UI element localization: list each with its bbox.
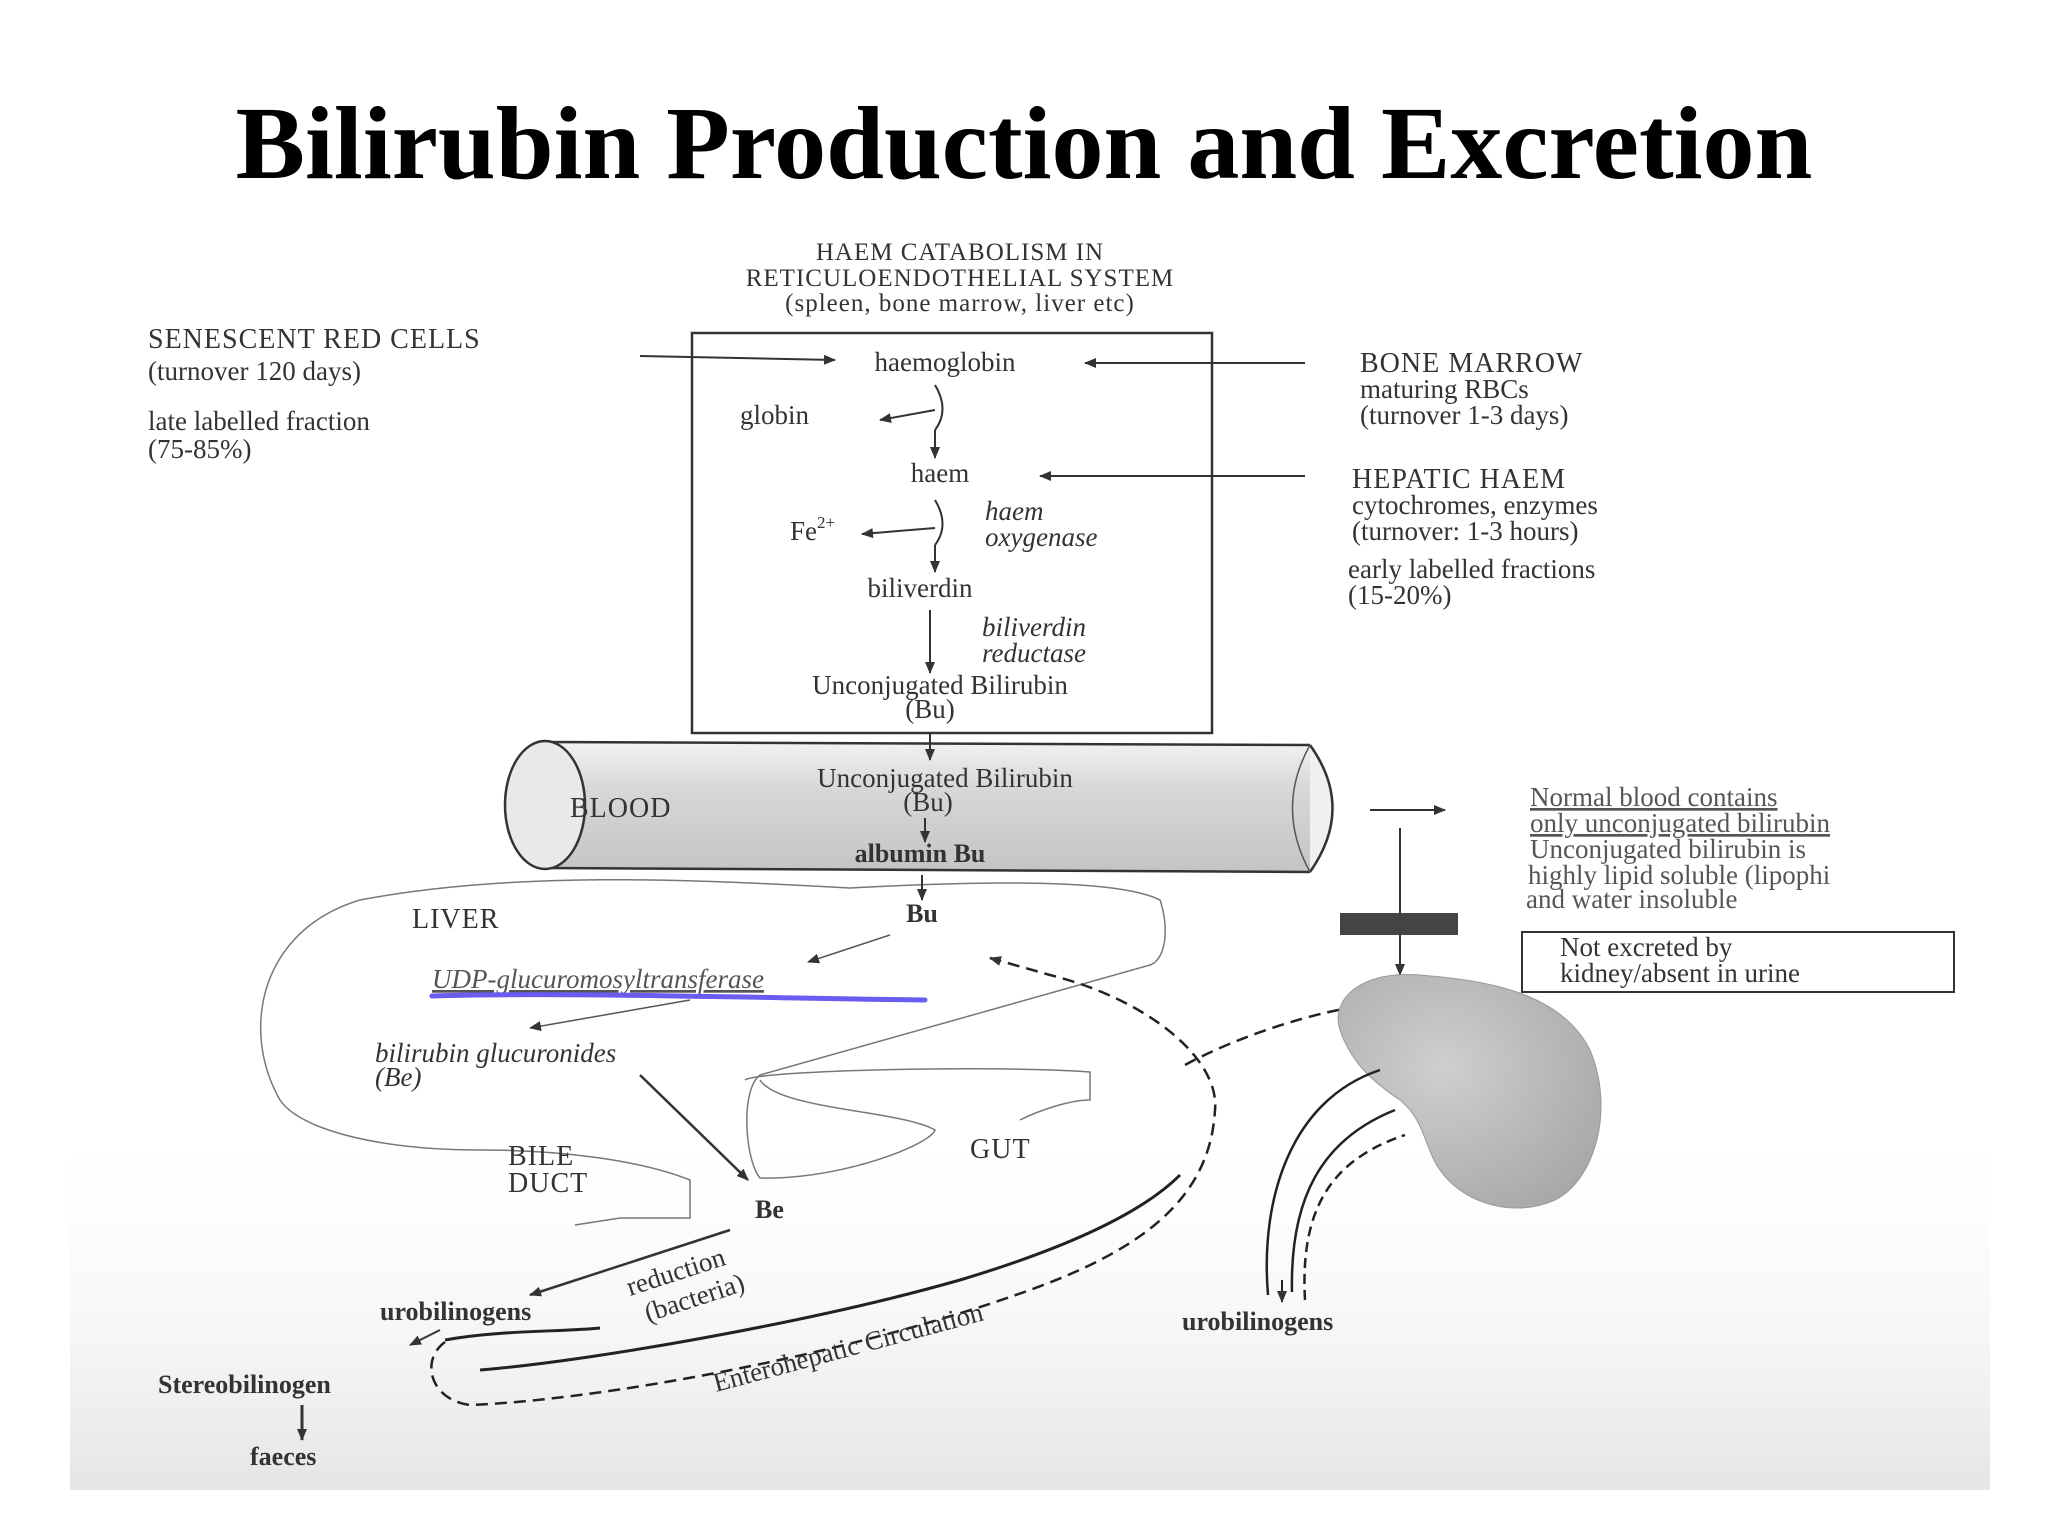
arrow-senescent-to-haemoglobin: [639, 354, 836, 365]
early-labelled-pct: (15-20%): [1348, 580, 1451, 610]
hepatic-desc: cytochromes, enzymes: [1352, 490, 1598, 520]
bile-duct-edge: [574, 1195, 691, 1226]
bone-marrow-turnover: (turnover 1-3 days): [1360, 400, 1568, 430]
bone-marrow: BONE MARROW: [1360, 348, 1583, 379]
ureter-inner: [1290, 1108, 1396, 1293]
senescent-turnover: (turnover 120 days): [148, 356, 361, 386]
ureter-outer: [1265, 1068, 1381, 1296]
udp-enzyme: UDP-glucuromosyltransferase: [432, 964, 764, 994]
intestine-line: [479, 1173, 1182, 1372]
header-line-3: (spleen, bone marrow, liver etc): [785, 290, 1135, 317]
intestine-line-upper: [444, 1326, 601, 1342]
note-line-5: and water insoluble: [1526, 884, 1737, 914]
blood-vessel: [545, 742, 1310, 872]
glucuronides-1: bilirubin glucuronides: [375, 1038, 616, 1068]
box-unconjugated-2: (Bu): [905, 694, 955, 724]
block-bar: [1340, 913, 1458, 935]
gut-upper-edge: [744, 1067, 1091, 1121]
haemoglobin-label: haemoglobin: [875, 347, 1016, 377]
bile-duct-1: BILE: [508, 1141, 574, 1172]
liver-outline: [260, 878, 1166, 1179]
arrow-to-fe: [861, 527, 936, 539]
faeces: faeces: [250, 1442, 316, 1471]
hepatic-turnover: (turnover: 1-3 hours): [1352, 516, 1578, 546]
enterohepatic-dashed-loop: [430, 956, 1217, 1407]
early-labelled-fractions: early labelled fractions: [1348, 554, 1595, 584]
liver-label: LIVER: [412, 904, 499, 935]
gut-label: GUT: [970, 1134, 1031, 1165]
vessel-top-edge: [544, 740, 1311, 747]
liver-bu: Bu: [906, 899, 938, 928]
bone-marrow-desc: maturing RBCs: [1360, 374, 1529, 404]
biliverdin-reductase-1: biliverdin: [982, 612, 1086, 642]
gut-urobilinogens: urobilinogens: [380, 1297, 531, 1326]
hepatic-haem: HEPATIC HAEM: [1352, 464, 1566, 495]
re-system-box: [690, 331, 1214, 735]
header-line-2: RETICULOENDOTHELIAL SYSTEM: [746, 265, 1175, 292]
haem-label: haem: [911, 458, 969, 488]
curve-haemoglobin-globin: [934, 384, 944, 431]
kidney: [1337, 973, 1602, 1209]
fe-label: Fe2+: [790, 513, 835, 546]
late-labelled-pct: (75-85%): [148, 434, 251, 464]
box-unconjugated-1: Unconjugated Bilirubin: [812, 670, 1068, 700]
note-line-2: only unconjugated bilirubin: [1530, 808, 1830, 838]
note-line-4: highly lipid soluble (lipophi: [1528, 860, 1830, 890]
vessel-right-rim: [1291, 744, 1311, 873]
bile-duct-2: DUCT: [508, 1168, 588, 1199]
header-line-1: HAEM CATABOLISM IN: [816, 239, 1104, 266]
haem-oxygenase-1: haem: [985, 496, 1043, 526]
senescent-red-cells: SENESCENT RED CELLS: [148, 324, 481, 355]
not-excreted-2: kidney/absent in urine: [1560, 958, 1800, 988]
ureter-dashed: [1303, 1133, 1406, 1301]
curve-haem-fe: [934, 499, 944, 546]
glucuronides-2: (Be): [375, 1062, 421, 1092]
arrow-bu-to-enzyme: [807, 934, 891, 964]
vessel-left-opening: [503, 739, 587, 871]
late-labelled-fraction: late labelled fraction: [148, 406, 370, 436]
arrow-to-glucuronides: [529, 999, 691, 1032]
arrow-to-stereobilinogen: [409, 1329, 441, 1346]
scan-shading: [70, 1110, 1990, 1490]
arrow-glucuronides-to-be: [639, 1074, 749, 1181]
note-line-1: Normal blood contains: [1530, 782, 1777, 812]
blood-unconjugated-2: (Bu): [903, 787, 953, 817]
haem-oxygenase-2: oxygenase: [985, 522, 1097, 552]
vessel-bottom-edge: [544, 866, 1311, 874]
arrow-to-globin: [879, 409, 936, 423]
biliverdin-reductase-2: reductase: [982, 638, 1086, 668]
vessel-right-end: [1308, 744, 1334, 873]
blood-unconjugated-1: Unconjugated Bilirubin: [817, 763, 1073, 793]
slide-title: Bilirubin Production and Excretion: [235, 86, 1813, 201]
enzyme-highlight: [429, 992, 928, 1003]
note-line-3: Unconjugated bilirubin is: [1530, 834, 1806, 864]
liver-lower-edge: [279, 1099, 691, 1195]
stereobilinogen: Stereobilinogen: [158, 1370, 331, 1399]
not-excreted-box: [1521, 931, 1955, 993]
gut-be: Be: [755, 1195, 784, 1224]
albumin-bu: albumin Bu: [855, 839, 986, 868]
biliverdin-label: biliverdin: [868, 573, 973, 603]
not-excreted-1: Not excreted by: [1560, 932, 1733, 962]
arrow-be-to-urobilinogens: [529, 1228, 731, 1297]
globin-label: globin: [740, 400, 810, 430]
kidney-urobilinogens: urobilinogens: [1182, 1307, 1333, 1336]
blood-label: BLOOD: [570, 793, 671, 824]
